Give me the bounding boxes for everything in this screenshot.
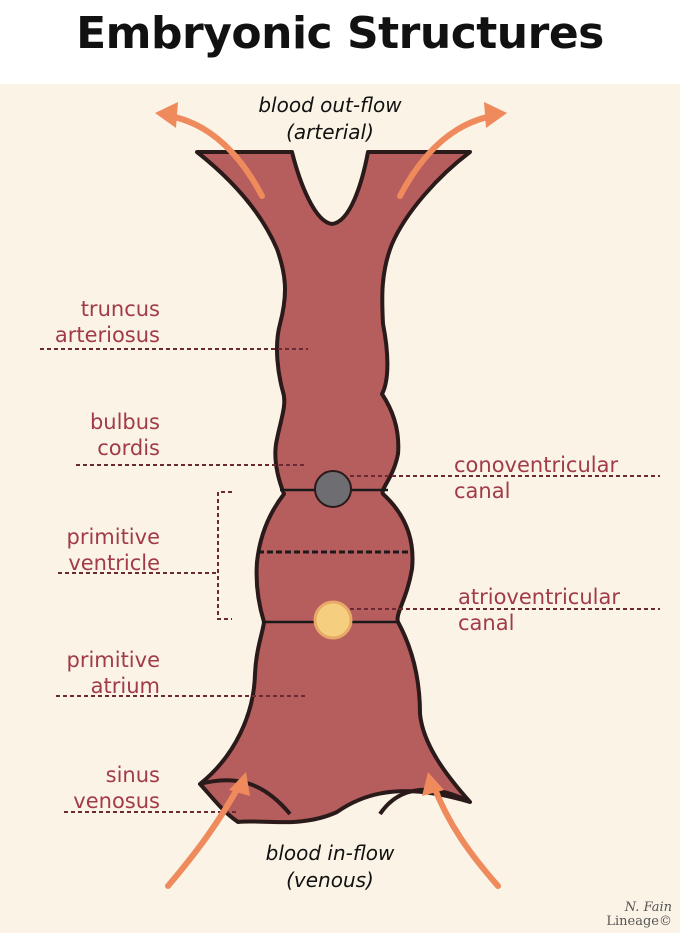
label-atrium-line1: primitive — [66, 648, 160, 672]
label-sinus-line2: venosus — [73, 789, 160, 813]
artist-signature: N. Fain Lineage© — [606, 901, 672, 929]
inflow-arrowhead-left — [229, 772, 250, 796]
outflow-arrowhead-right — [484, 102, 507, 128]
signature-line1: N. Fain — [624, 900, 672, 915]
outflow-label: blood out-flow (arterial) — [200, 92, 460, 146]
signature-line2: Lineage© — [606, 914, 672, 929]
label-truncus-line1: truncus — [80, 297, 160, 321]
label-atrioventricular-canal: atrioventricular canal — [458, 584, 678, 636]
tube-bottom-edge — [199, 778, 471, 816]
heart-tube-diagram — [0, 84, 680, 933]
label-bulbus-line1: bulbus — [89, 410, 160, 434]
label-primitive-ventricle: primitive ventricle — [20, 524, 160, 576]
inflow-arrow-left — [165, 781, 243, 889]
label-cono-line1: conoventricular — [454, 453, 619, 477]
label-atrium-line2: atrium — [90, 674, 160, 698]
label-bulbus-cordis: bulbus cordis — [20, 409, 160, 461]
label-ventricle-line2: ventricle — [68, 551, 160, 575]
label-truncus-line2: arteriosus — [54, 323, 160, 347]
leader-ventricle-bracket — [217, 491, 232, 620]
label-atrio-line1: atrioventricular — [458, 585, 620, 609]
inflow-label-line2: (venous) — [286, 868, 374, 892]
conoventricular-canal-dot — [314, 470, 352, 508]
inflow-arrow-right — [430, 781, 501, 889]
inflow-label-line1: blood in-flow — [265, 841, 395, 865]
inflow-arrowhead-right — [422, 772, 444, 796]
label-bulbus-line2: cordis — [97, 436, 160, 460]
label-sinus-venosus: sinus venosus — [20, 762, 160, 814]
outflow-label-line2: (arterial) — [286, 120, 374, 144]
outflow-arrow-right — [397, 113, 495, 199]
outflow-label-line1: blood out-flow — [258, 93, 402, 117]
outflow-arrowhead-left — [155, 102, 178, 128]
atrioventricular-canal-dot — [313, 600, 353, 640]
outflow-arrow-left — [167, 113, 265, 199]
label-cono-line2: canal — [454, 479, 511, 503]
page-title: Embryonic Structures — [76, 8, 604, 59]
inflow-label: blood in-flow (venous) — [200, 840, 460, 894]
label-ventricle-line1: primitive — [66, 525, 160, 549]
label-primitive-atrium: primitive atrium — [20, 647, 160, 699]
label-atrio-line2: canal — [458, 611, 515, 635]
label-conoventricular-canal: conoventricular canal — [454, 452, 674, 504]
label-sinus-line1: sinus — [105, 763, 160, 787]
label-truncus-arteriosus: truncus arteriosus — [20, 296, 160, 348]
diagram-panel: blood out-flow (arterial) blood in-flow … — [0, 84, 680, 933]
